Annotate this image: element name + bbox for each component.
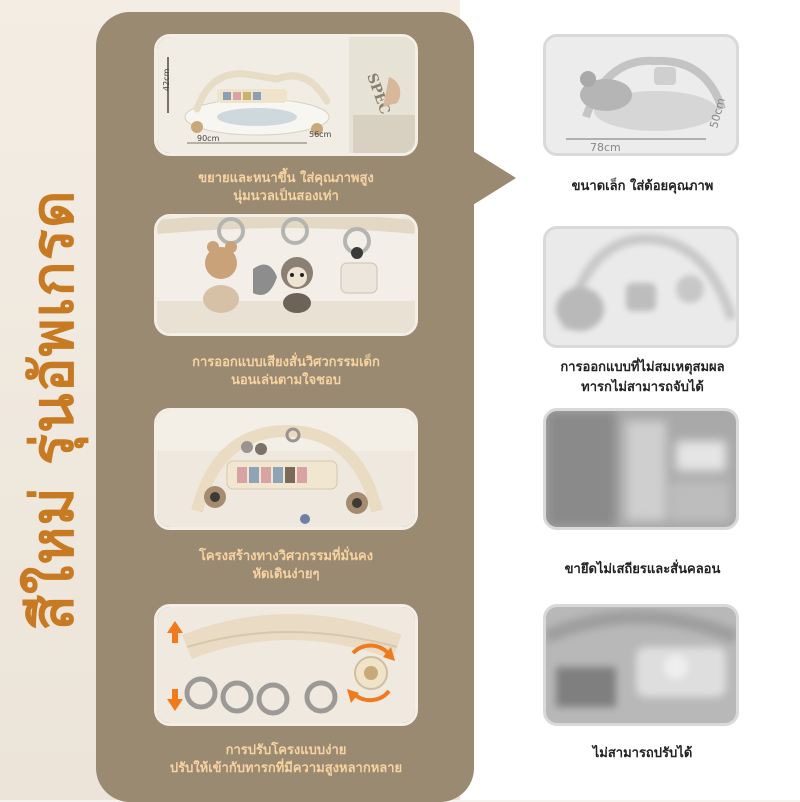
page-title: สีใหม่ รุ่นอัพเกรด [18, 189, 87, 631]
caption-line: ปรับให้เข้ากับทารกที่มีความสูงหลากหลาย [169, 761, 403, 776]
caption-line: หัดเดินง่ายๆ [252, 567, 320, 582]
arrow-up-icon [167, 621, 183, 633]
caption-line: ขนาดเล็ก ใส่ด้อยคุณภาพ [571, 179, 714, 194]
caption-line: ขายึดไม่เสถียรและสั่นคลอน [564, 562, 721, 577]
caption-line: ขยายและหนาขึ้น ใส่คุณภาพสูง [198, 171, 374, 186]
comparison-caption: ไม่สามารถปรับได้ [520, 744, 765, 764]
dim-width-label: 90cm [197, 134, 220, 143]
comparison-caption: ขนาดเล็ก ใส่ด้อยคุณภาพ [520, 177, 765, 197]
dim-length-label: 78cm [590, 141, 621, 153]
caption-line: โครงสร้างทางวิศวกรรมที่มั่นคง [198, 549, 374, 564]
caption-line: ทารกไม่สามารถจับได้ [581, 380, 704, 395]
feature-caption: โครงสร้างทางวิศวกรรมที่มั่นคง หัดเดินง่า… [150, 548, 422, 584]
caption-line: การออกแบบที่ไม่สมเหตุสมผล [560, 360, 725, 375]
arrow-down-icon [167, 699, 183, 711]
feature-image-frame [154, 408, 418, 530]
caption-line: นอนเล่นตามใจชอบ [230, 373, 342, 388]
caption-line: การปรับโครงแบบง่าย [225, 743, 347, 758]
dim-height-label: 42cm [162, 68, 171, 91]
caption-line: ไม่สามารถปรับได้ [592, 746, 693, 761]
feature-caption: การปรับโครงแบบง่าย ปรับให้เข้ากับทารกที่… [150, 742, 422, 778]
panel-pointer [468, 148, 516, 208]
dim-depth-label: 56cm [309, 130, 332, 139]
arrow-up-shaft [172, 633, 178, 643]
comparison-image-fixed [543, 604, 739, 726]
comparison-image-frame [543, 408, 739, 530]
feature-caption: การออกแบบเสียงสั่นวิศวกรรมเด็ก นอนเล่นตา… [150, 354, 422, 390]
feature-caption: ขยายและหนาขึ้น ใส่คุณภาพสูง นุ่มนวลเป็นส… [150, 170, 422, 206]
feature-image-toys [154, 214, 418, 336]
comparison-image-design [543, 226, 739, 348]
caption-line: การออกแบบเสียงสั่นวิศวกรรมเด็ก [192, 355, 380, 370]
feature-image-size: SPEC 42cm 90cm 56cm [154, 34, 418, 156]
comparison-caption: ขายึดไม่เสถียรและสั่นคลอน [520, 560, 765, 580]
comparison-caption: การออกแบบที่ไม่สมเหตุสมผล ทารกไม่สามารถจ… [520, 358, 765, 398]
arrow-down-shaft [172, 689, 178, 699]
comparison-image-small: 78cm 50cm [543, 34, 739, 156]
caption-line: นุ่มนวลเป็นสองเท่า [233, 189, 339, 204]
feature-image-adjust [154, 604, 418, 726]
